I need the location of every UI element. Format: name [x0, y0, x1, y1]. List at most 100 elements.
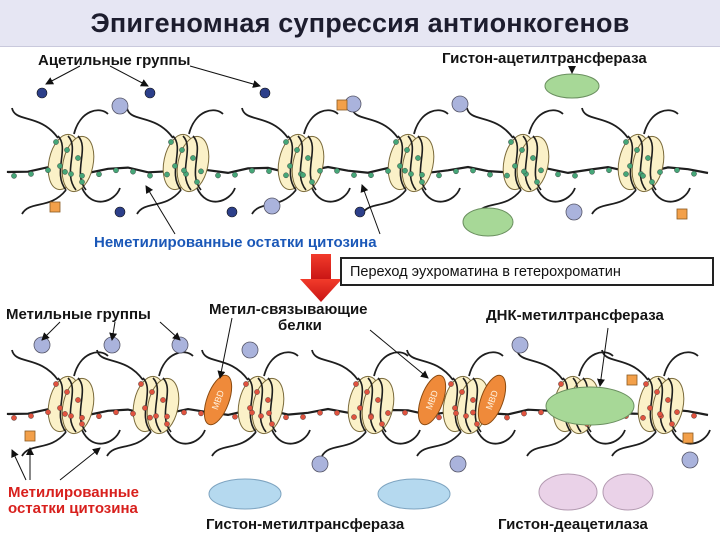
methylated-cytosine — [674, 409, 680, 415]
methylated-cytosine — [53, 381, 59, 387]
unmethylated-cytosine — [334, 168, 340, 174]
unmethylated-cytosine — [215, 172, 221, 179]
acetyl-groups-label: Ацетильные группы — [38, 52, 191, 69]
unmethylated-cytosine — [179, 147, 185, 153]
methylated-cytosine — [364, 389, 370, 395]
nucleosome — [466, 107, 576, 215]
unmethylated-cytosine — [404, 147, 410, 153]
unmethylated-cytosine — [419, 179, 425, 185]
acetyl-group — [144, 87, 156, 99]
methyl-group — [241, 341, 259, 359]
unmethylated-cytosine — [606, 167, 612, 174]
methylated-cytosine — [198, 410, 204, 417]
unmethylated-cytosine — [674, 167, 680, 173]
methylated-cytosine — [385, 410, 391, 416]
methylated-cytosine — [521, 410, 527, 417]
mbd-protein: MBD — [417, 374, 447, 426]
unmethylated-cytosine — [453, 168, 459, 175]
methylated-cytosine — [459, 389, 465, 395]
methylated-cytosine — [351, 414, 357, 420]
methylated-cytosine — [647, 405, 653, 411]
unmethylated-cytosine — [649, 179, 655, 185]
histone-deacetylase-enzyme-2 — [602, 473, 654, 511]
methylated-cytosine-label-line2: остатки цитозина — [8, 500, 138, 517]
unmethylated-cytosine — [64, 147, 70, 153]
unmethylated-cytosine — [283, 139, 289, 145]
methylated-cytosine — [463, 413, 469, 419]
methylated-cytosine — [558, 381, 564, 387]
methylated-cytosine — [448, 381, 454, 387]
methylated-cytosine — [353, 381, 359, 387]
methyl-group — [451, 95, 469, 113]
dna-methyltransferase-label: ДНК-метилтрансфераза — [486, 307, 664, 324]
unmethylated-cytosine — [287, 163, 293, 169]
unmethylated-cytosine — [487, 171, 493, 178]
unmethylated-cytosine — [130, 168, 136, 175]
methyl-binding-proteins-label-line1: Метил-связывающие — [209, 301, 368, 318]
methylated-cytosine — [247, 405, 253, 411]
acetyl-group — [226, 206, 238, 218]
unmethylated-cytosine — [419, 172, 425, 178]
unmethylated-cytosine — [309, 179, 315, 185]
unmethylated-cytosine — [519, 147, 525, 153]
unmethylated-cytosine — [393, 139, 399, 145]
methylated-cytosine — [640, 415, 646, 421]
transition-label-box: Переход эухроматина в гетерохроматин — [340, 257, 714, 286]
methylated-cytosine — [142, 405, 148, 411]
methylated-cytosine — [538, 409, 544, 416]
unmethylated-cytosine — [351, 172, 357, 178]
unmethylated-cytosine — [634, 147, 640, 153]
histone-deacetylase-enzyme-1 — [538, 473, 598, 511]
small-cofactor — [626, 374, 638, 386]
methylated-cytosine — [334, 410, 340, 416]
nucleosome — [11, 107, 121, 215]
methylated-cytosine — [470, 409, 476, 416]
unmethylated-cytosine — [283, 172, 289, 179]
methylated-cytosine — [232, 413, 238, 420]
unmethylated-cytosine — [300, 172, 306, 178]
methylated-cytosine — [96, 413, 102, 420]
methylated-cytosine — [249, 409, 255, 416]
unmethylated-cytosine — [168, 139, 174, 145]
methylated-cytosine — [45, 409, 51, 415]
mbd-protein: MBD — [477, 374, 507, 426]
unmethylated-cytosine — [266, 168, 272, 174]
methylated-cytosine — [149, 389, 155, 395]
methylated-cytosine — [79, 421, 85, 427]
small-cofactor — [24, 430, 36, 442]
transition-arrow — [300, 254, 342, 302]
methylated-cytosine — [269, 421, 275, 427]
unmethylated-cytosine — [657, 169, 663, 175]
histone-acetyltransferase-enzyme — [544, 73, 600, 99]
pointer-lines — [11, 65, 609, 481]
methylated-cytosine — [452, 405, 458, 411]
unmethylated-cytosine — [147, 172, 153, 179]
unmethylated-cytosine — [521, 168, 527, 175]
unmethylated-cytosine — [397, 163, 403, 169]
methylated-cytosine — [368, 414, 374, 421]
methylated-cytosine — [138, 381, 144, 387]
nucleosome — [406, 349, 516, 457]
methylated-cytosine — [57, 405, 63, 411]
unmethylated-cytosine — [194, 179, 200, 185]
methylated-cytosine — [654, 389, 660, 395]
methylated-cytosine — [28, 413, 34, 419]
methylated-cytosine — [164, 413, 170, 420]
methylated-cytosine — [147, 414, 153, 421]
methylated-cytosine — [317, 410, 323, 416]
methyl-groups-label: Метильные группы — [6, 306, 151, 323]
methylated-cytosine — [62, 411, 68, 417]
histone-methyltransferase-label: Гистон-метилтрансфераза — [206, 516, 405, 533]
methylated-cytosine — [243, 381, 249, 387]
methylated-cytosine — [258, 413, 264, 419]
histone-acetyltransferase-label: Гистон-ацетилтрансфераза — [442, 50, 647, 67]
unmethylated-cytosine — [504, 172, 510, 179]
dna-methyltransferase-enzyme — [545, 386, 635, 426]
unmethylated-cytosine — [534, 179, 540, 185]
methylated-cytosine — [283, 414, 289, 421]
unmethylated-cytosine — [305, 155, 311, 161]
unmethylated-cytosine — [57, 163, 63, 169]
methylated-cytosine — [453, 410, 459, 417]
methyl-group — [681, 451, 699, 469]
